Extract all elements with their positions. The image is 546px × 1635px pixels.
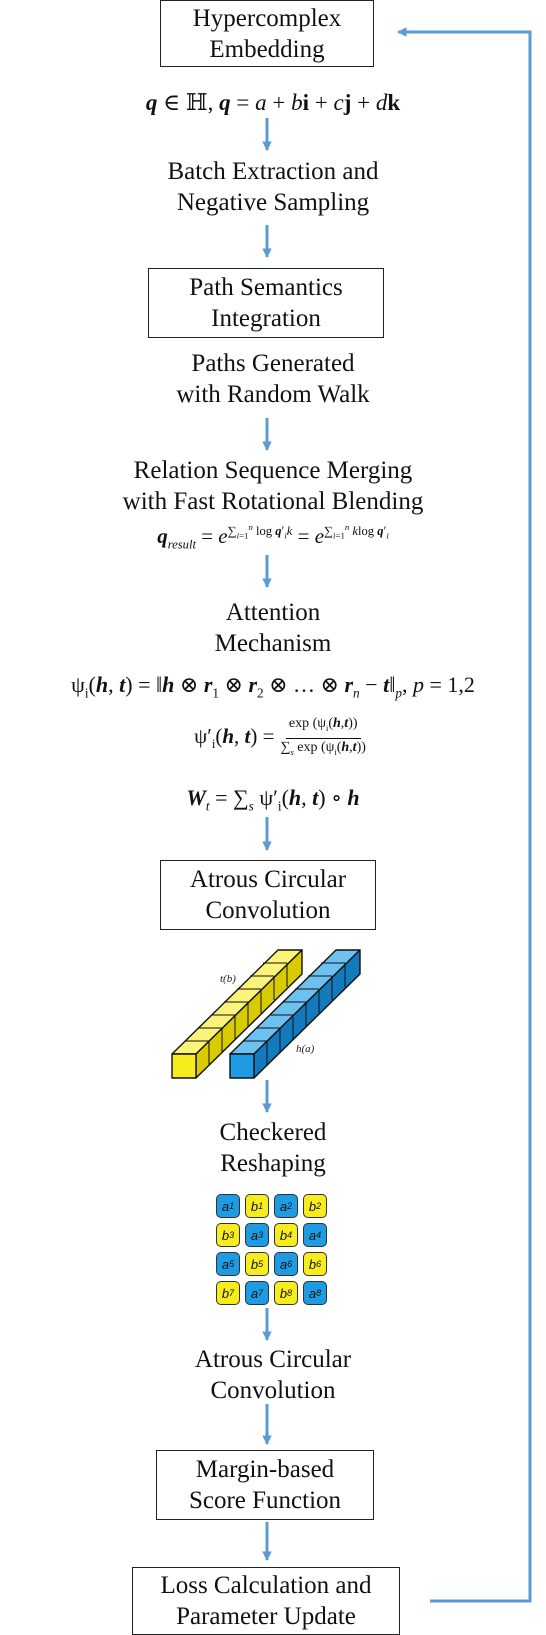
equation-weighted-sum: Wt = ∑s ψ′i(h, t) ∘ h (186, 785, 360, 814)
blue-bar-front (229, 1053, 255, 1079)
node-attention: Attention Mechanism (214, 599, 332, 657)
equation-softmax: ψ′i(h, t) = exp (ψi(h,t)) ∑s exp (ψi(h,t… (194, 716, 366, 757)
equation-path-score: ψi(h, t) = ‖h ⊗ r1 ⊗ r2 ⊗ … ⊗ rn − t‖p, … (71, 672, 475, 701)
node-atrous-circular-convolution-1: Atrous Circular Convolution (160, 860, 376, 930)
node-checkered-reshaping: Checkered Reshaping (219, 1119, 327, 1177)
node-batch-extraction: Batch Extraction and Negative Sampling (167, 158, 379, 216)
label-t-b: t(b) (220, 973, 236, 985)
feedback-arrow (397, 27, 532, 1603)
node-hypercomplex-embedding: Hypercomplex Embedding (160, 0, 374, 67)
node-loss-calculation: Loss Calculation and Parameter Update (132, 1567, 400, 1635)
node-paths-generated: Paths Generated with Random Walk (176, 350, 370, 408)
node-path-semantics: Path Semantics Integration (148, 268, 384, 338)
node-relation-merging: Relation Sequence Merging with Fast Rota… (122, 457, 424, 515)
equation-rotational-blending: qresult = e∑i=1n log q′ik = e∑i=1n klog … (157, 522, 389, 552)
yellow-bar-front (171, 1053, 197, 1079)
label-h-a: h(a) (296, 1043, 315, 1055)
equation-quaternion: q ∈ ℍ, q = a + bi + cj + dk (145, 90, 401, 115)
node-margin-score-function: Margin-based Score Function (156, 1450, 374, 1520)
node-atrous-circular-convolution-2: Atrous Circular Convolution (194, 1346, 352, 1404)
